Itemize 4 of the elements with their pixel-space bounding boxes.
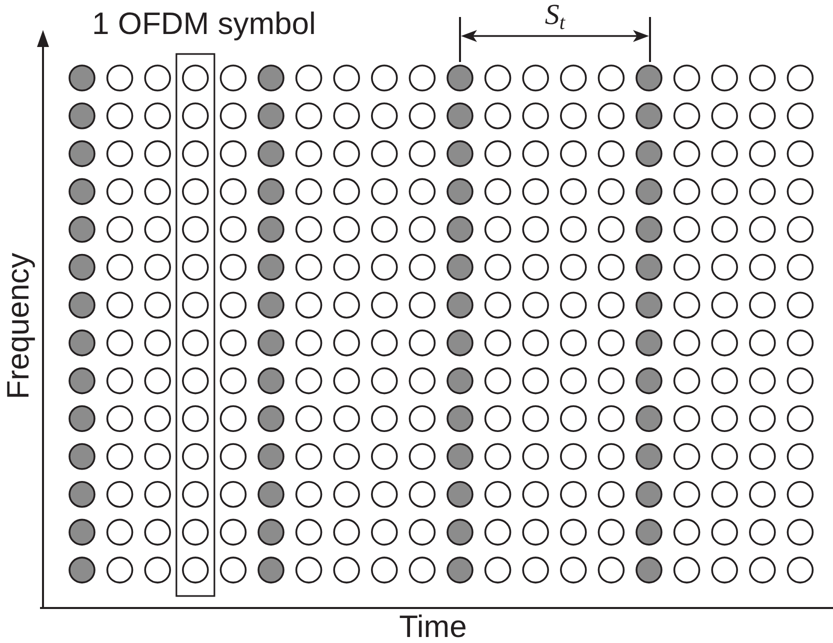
axis-label: Time	[399, 611, 467, 642]
dimension-label: S$_{t}$	[544, 1, 566, 30]
axis-label: Frequency	[2, 252, 34, 400]
annotation-label: 1 OFDM symbol	[92, 8, 316, 39]
